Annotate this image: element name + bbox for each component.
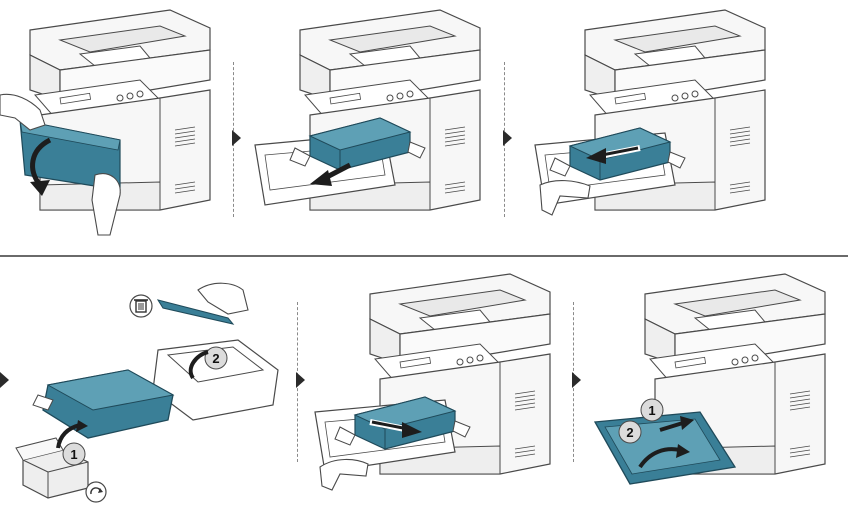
trash-icon [129, 294, 153, 318]
step-open-front-cover [0, 9, 211, 236]
open-cover-arrow [30, 137, 52, 187]
close-callout-2: 2 [618, 420, 642, 444]
callout-2: 2 [204, 346, 228, 370]
callout-2-label: 2 [212, 351, 219, 366]
close-callout-2-label: 2 [626, 425, 633, 440]
next-step-arrow [296, 372, 305, 388]
step-remove-cartridge [534, 9, 766, 216]
callout-1-label: 1 [70, 447, 77, 462]
close-callout-1-label: 1 [648, 403, 655, 418]
step-close-front-cover: 1 2 [593, 273, 826, 485]
step-insert-cartridge [314, 273, 551, 491]
close-callout-1: 1 [640, 398, 664, 422]
callout-1: 1 [62, 442, 86, 466]
recycle-icon [85, 481, 107, 503]
next-step-arrow [232, 130, 241, 146]
step-pull-out-cartridge [254, 9, 481, 211]
row-separator [0, 255, 848, 257]
next-step-arrow [0, 372, 9, 388]
step-unpack-new-cartridge: 2 1 [15, 282, 279, 503]
next-step-arrow [572, 372, 581, 388]
next-step-arrow [503, 130, 512, 146]
